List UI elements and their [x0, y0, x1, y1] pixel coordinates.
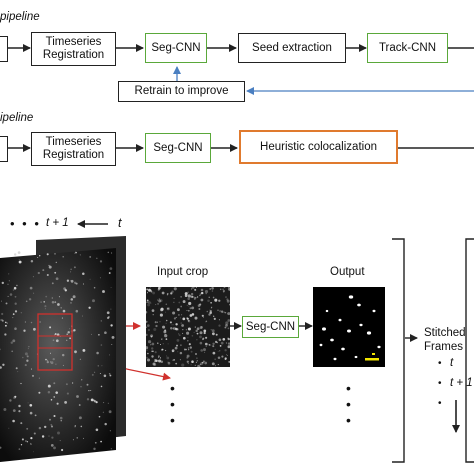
top-registration-box: Timeseries Registration	[31, 32, 116, 66]
t-plus-1-label: t + 1	[46, 217, 69, 229]
list-bullet-3: •	[438, 398, 442, 409]
input-crop-label: Input crop	[157, 266, 209, 278]
retrain-box: Retrain to improve	[118, 81, 245, 102]
bottom-start-box	[0, 136, 8, 162]
t-label: t	[118, 216, 122, 230]
stitched-frames-label: Stitched Frames	[424, 327, 466, 353]
scale-bar	[365, 358, 379, 361]
input-crop-image	[146, 287, 230, 367]
top-segcnn-box: Seg-CNN	[145, 33, 207, 63]
bottom-pipeline-label: ipeline	[0, 112, 34, 124]
time-dots: • • •	[10, 216, 41, 231]
stitch-bracket	[392, 238, 405, 463]
heuristic-colocalization-box: Heuristic colocalization	[239, 130, 398, 164]
output-more-dots: •••	[346, 380, 351, 428]
list-bullet-1: •	[438, 358, 442, 369]
track-cnn-box: Track-CNN	[367, 33, 448, 63]
panel-segcnn-box: Seg-CNN	[242, 316, 299, 338]
output-label: Output	[330, 266, 365, 278]
bottom-registration-box: Timeseries Registration	[31, 132, 116, 166]
crop-more-dots: •••	[170, 380, 175, 428]
bottom-segcnn-box: Seg-CNN	[145, 133, 211, 163]
list-bullet-2: •	[438, 378, 442, 389]
list-t-label: t	[450, 357, 454, 369]
output-segmentation-image	[313, 287, 385, 367]
microscopy-frame-stack	[0, 236, 126, 462]
top-pipeline-label: pipeline	[0, 11, 40, 23]
list-t1-label: t + 1	[450, 377, 473, 389]
stitched-bracket	[465, 238, 474, 463]
top-start-box	[0, 36, 8, 62]
seed-extraction-box: Seed extraction	[238, 33, 346, 63]
